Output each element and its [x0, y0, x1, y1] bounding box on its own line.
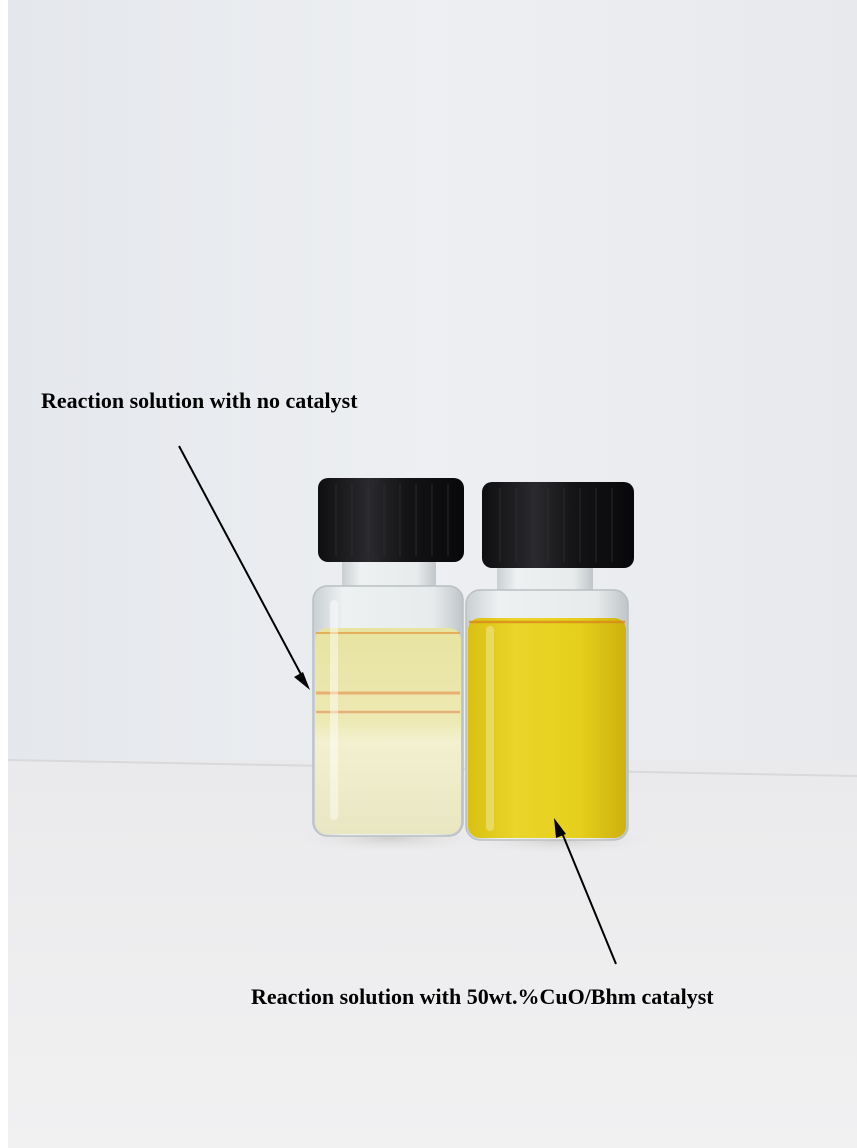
arrow-to-left-vial: [178, 445, 310, 690]
vial-no-catalyst: [312, 478, 464, 837]
vial-with-catalyst: [465, 482, 634, 841]
image-margin: [0, 0, 8, 1148]
glass-highlight: [486, 626, 494, 831]
arrow-to-right-vial: [554, 818, 617, 965]
pale-liquid: [315, 628, 461, 834]
label-with-catalyst: Reaction solution with 50wt.%CuO/Bhm cat…: [251, 984, 714, 1009]
yellow-liquid: [468, 618, 626, 838]
black-cap: [318, 478, 464, 562]
label-no-catalyst: Reaction solution with no catalyst: [41, 388, 358, 413]
vial-neck: [342, 558, 436, 590]
glass-highlight: [330, 600, 338, 820]
vial-neck: [497, 562, 593, 594]
black-cap: [482, 482, 634, 568]
